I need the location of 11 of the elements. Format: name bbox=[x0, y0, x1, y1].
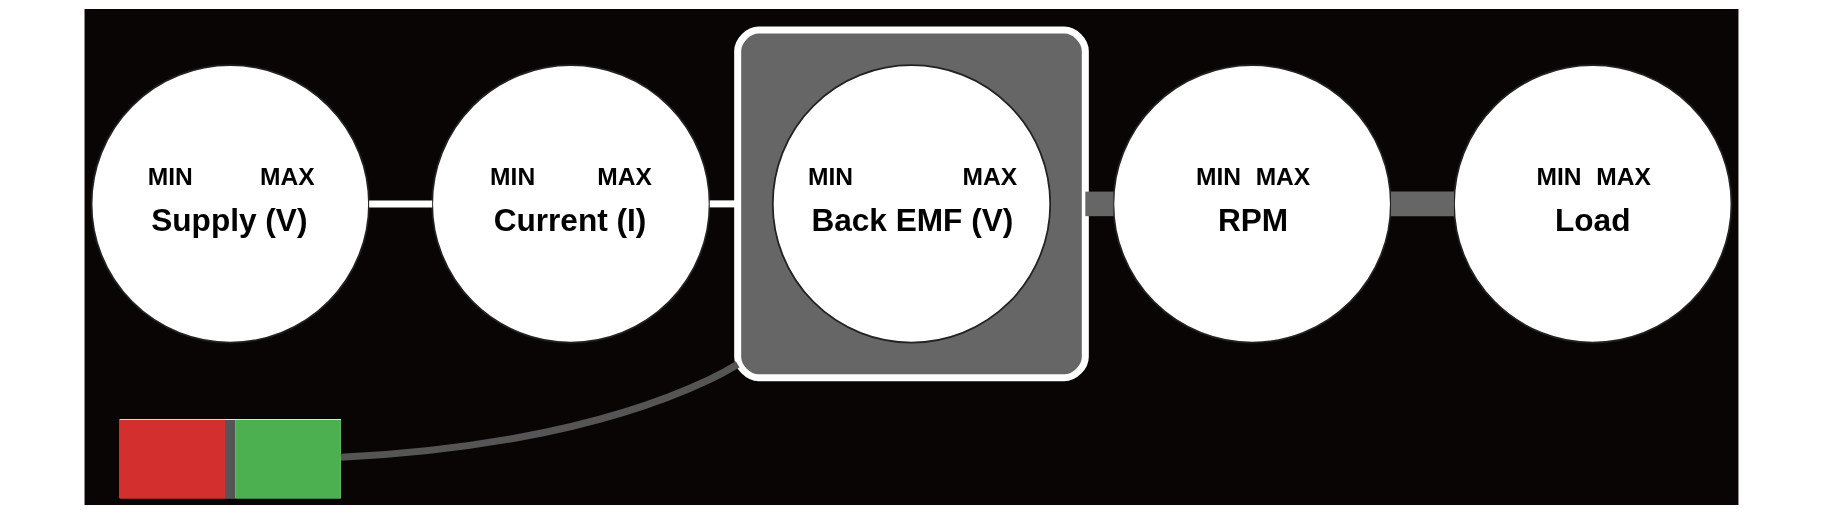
node-circle: MIN MAX Back EMF (V) bbox=[771, 63, 1052, 343]
connector bbox=[340, 360, 740, 461]
node-circle: MIN MAX RPM bbox=[1112, 63, 1392, 343]
node-circle: MIN MAX Current (I) bbox=[431, 63, 711, 343]
cluster bbox=[734, 26, 1089, 381]
node-circle: MIN MAX Load bbox=[1453, 63, 1733, 343]
node-circle: MIN MAX Supply (V) bbox=[90, 63, 370, 343]
connector bbox=[709, 199, 738, 207]
connector bbox=[1085, 191, 1114, 216]
connector bbox=[1391, 191, 1454, 216]
connector bbox=[369, 199, 433, 207]
